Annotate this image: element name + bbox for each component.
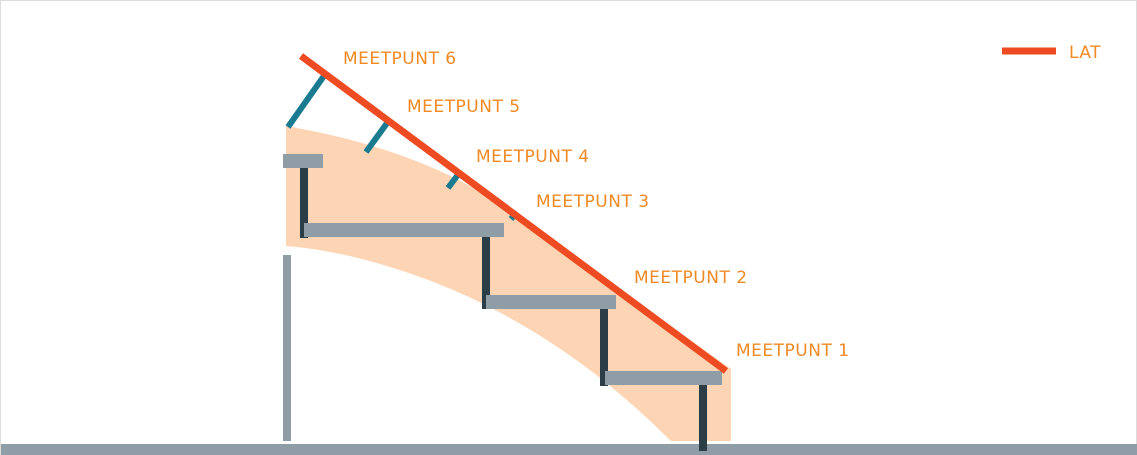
riser-4 [300,167,308,238]
measurement-point-2-label: MEETPUNT 2 [634,268,748,288]
legend-label: LAT [1069,43,1101,63]
measurement-point-3-label: MEETPUNT 3 [536,192,650,212]
floor [1,444,1137,455]
measurement-point-6-label: MEETPUNT 6 [343,49,457,69]
riser-3 [482,234,490,309]
measurement-point-4-label: MEETPUNT 4 [476,147,590,167]
lat-line [298,53,729,374]
measure-line-5 [363,117,393,154]
measurement-point-5-label: MEETPUNT 5 [407,97,521,117]
support-post [283,255,291,441]
measure-line-6 [285,71,329,129]
riser-1 [699,381,707,451]
tread-2 [486,295,616,309]
tread-1 [605,371,722,385]
measurement-point-1-label: MEETPUNT 1 [736,341,850,361]
riser-2 [600,304,608,386]
legend: LAT [1002,43,1101,63]
tread-3 [304,223,504,237]
tread-4 [283,154,323,168]
stair-stringer-fill [286,126,731,441]
